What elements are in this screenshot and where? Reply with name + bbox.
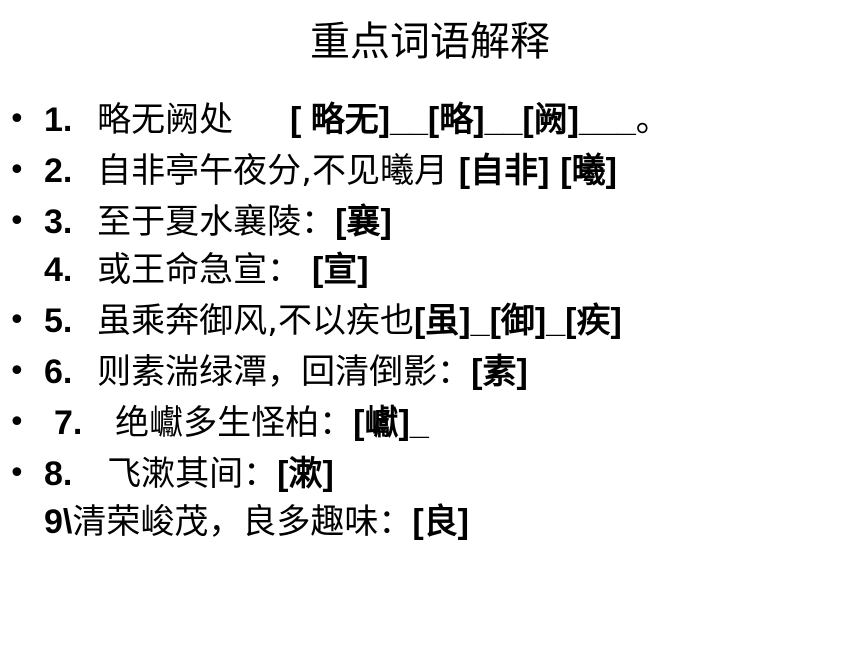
item-sentence: 则素湍绿潭，回清倒影： bbox=[97, 352, 472, 392]
list-item-3: • 3. 至于夏水襄陵：[襄] 4. 或王命急宣： [宣] bbox=[0, 198, 860, 294]
item-sentence: 虽乘奔御风,不以疾也 bbox=[97, 301, 414, 341]
blank-line: _ bbox=[409, 404, 429, 442]
item-sentence: 或王命急宣： bbox=[97, 250, 302, 290]
term-bracket: [曦] bbox=[560, 152, 617, 190]
item-sentence: 至于夏水襄陵： bbox=[97, 202, 336, 242]
bullet-icon: • bbox=[8, 405, 26, 440]
list-item-5: • 5. 虽乘奔御风,不以疾也[虽]_[御]_[疾] bbox=[0, 297, 860, 345]
item-number: 4. bbox=[44, 251, 73, 289]
blank-line: __ bbox=[484, 101, 523, 139]
item-sentence: 自非亭午夜分,不见曦月 bbox=[97, 151, 448, 191]
term-bracket: [虽] bbox=[413, 302, 471, 340]
item-number: 6. bbox=[44, 353, 73, 391]
list-item-1: • 1. 略无阙处 [ 略无]__[略]__[阙]___。 bbox=[0, 96, 860, 144]
item-number: 9\ bbox=[44, 503, 73, 541]
item-number: 1. bbox=[44, 101, 73, 139]
item-number: 7. bbox=[54, 404, 83, 442]
bullet-icon: • bbox=[8, 354, 26, 389]
item-end-mark: 。 bbox=[635, 100, 670, 140]
blank-line: _ bbox=[546, 302, 566, 340]
blank-line: ___ bbox=[579, 101, 636, 139]
item-sentence: 绝巘多生怪柏： bbox=[115, 403, 354, 443]
list-item-6: • 6. 则素湍绿潭，回清倒影：[素] bbox=[0, 348, 860, 396]
term-bracket: [御] bbox=[489, 302, 547, 340]
item-number: 8. bbox=[44, 455, 73, 493]
list-item-8: • 8. 飞漱其间：[漱] 9\清荣峻茂，良多趣味：[良] bbox=[0, 450, 860, 546]
term-bracket: [宣] bbox=[311, 251, 369, 289]
bullet-icon: • bbox=[8, 102, 26, 137]
item-sentence: 飞漱其间： bbox=[107, 454, 278, 494]
item-sentence: 略无阙处 bbox=[97, 100, 234, 140]
blank-line: __ bbox=[390, 101, 428, 139]
blank-line: _ bbox=[470, 302, 490, 340]
slide-title: 重点词语解释 bbox=[310, 19, 550, 65]
term-bracket: [素] bbox=[471, 353, 528, 391]
bullet-icon: • bbox=[8, 153, 26, 188]
vocab-list: • 1. 略无阙处 [ 略无]__[略]__[阙]___。 • 2. 自非亭午夜… bbox=[0, 96, 860, 546]
bullet-icon: • bbox=[8, 204, 26, 239]
term-bracket: [ 略无] bbox=[289, 101, 391, 139]
item-number: 5. bbox=[44, 302, 73, 340]
bullet-icon: • bbox=[8, 303, 26, 338]
term-bracket: [疾] bbox=[565, 302, 622, 340]
item-number: 2. bbox=[44, 152, 73, 190]
bullet-icon: • bbox=[8, 456, 26, 491]
term-bracket: [襄] bbox=[335, 203, 392, 241]
list-item-2: • 2. 自非亭午夜分,不见曦月 [自非] [曦] bbox=[0, 147, 860, 195]
term-bracket: [巘] bbox=[353, 404, 410, 442]
item-sentence: 清荣峻茂，良多趣味： bbox=[72, 502, 413, 542]
term-bracket: [自非] bbox=[458, 152, 550, 190]
list-item-7: • 7. 绝巘多生怪柏：[巘]_ bbox=[0, 399, 860, 447]
term-bracket: [略] bbox=[427, 101, 485, 139]
term-bracket: [阙] bbox=[522, 101, 580, 139]
term-bracket: [良] bbox=[412, 503, 470, 541]
item-number: 3. bbox=[44, 203, 73, 241]
term-bracket: [漱] bbox=[277, 455, 334, 493]
